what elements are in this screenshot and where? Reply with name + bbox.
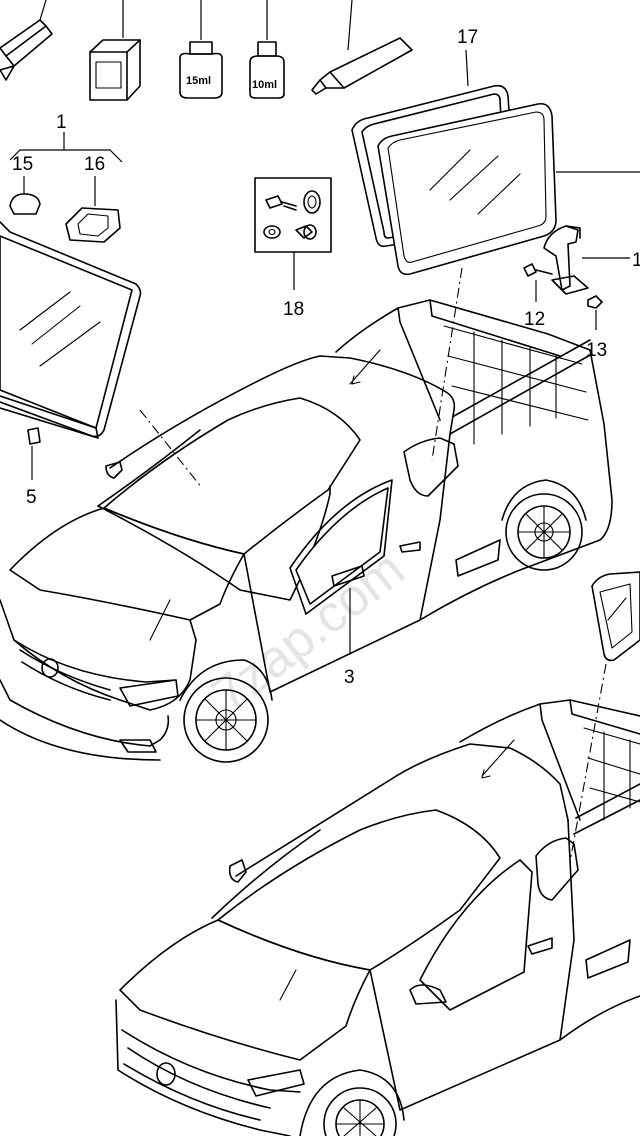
- callout-16[interactable]: 16: [84, 154, 105, 175]
- callout-18[interactable]: 18: [283, 299, 304, 320]
- fastener-kit-18[interactable]: [254, 177, 332, 253]
- leader-quarter-window: [569, 663, 607, 863]
- callout-3[interactable]: 3: [344, 667, 355, 688]
- bottle-10ml-label: 10ml: [252, 79, 277, 91]
- nut-13-part[interactable]: [587, 295, 603, 309]
- adhesive-tube-part[interactable]: [311, 0, 413, 95]
- rear-window-17-part[interactable]: [351, 84, 640, 276]
- clip-15-part[interactable]: [9, 193, 41, 215]
- callout-12[interactable]: 12: [524, 309, 545, 330]
- callout-1-edge[interactable]: 1: [632, 250, 640, 271]
- part-5[interactable]: [27, 427, 41, 445]
- leader-rear-window: [431, 267, 463, 461]
- pickup-truck-upper: [0, 299, 613, 763]
- leader-windshield: [139, 409, 203, 489]
- primer-box-part[interactable]: [89, 0, 141, 101]
- callout-1-bracket: [9, 132, 123, 163]
- callout-17[interactable]: 17: [457, 27, 478, 48]
- callout-1[interactable]: 1: [56, 112, 67, 133]
- bottle-10ml-part[interactable]: 10ml: [249, 0, 285, 99]
- windshield-glass-part[interactable]: [0, 221, 142, 439]
- callout-5[interactable]: 5: [26, 487, 37, 508]
- bolt-12-part[interactable]: [523, 263, 553, 277]
- bottle-15ml-part[interactable]: 15ml: [179, 0, 223, 99]
- pickup-truck-lower: [115, 571, 640, 1136]
- bottle-15ml-label: 15ml: [186, 75, 211, 87]
- hinge-bracket-part[interactable]: [543, 225, 630, 295]
- glazing-tool-part[interactable]: [0, 0, 53, 81]
- callout-15[interactable]: 15: [12, 154, 33, 175]
- spacer-16-part[interactable]: [65, 207, 121, 243]
